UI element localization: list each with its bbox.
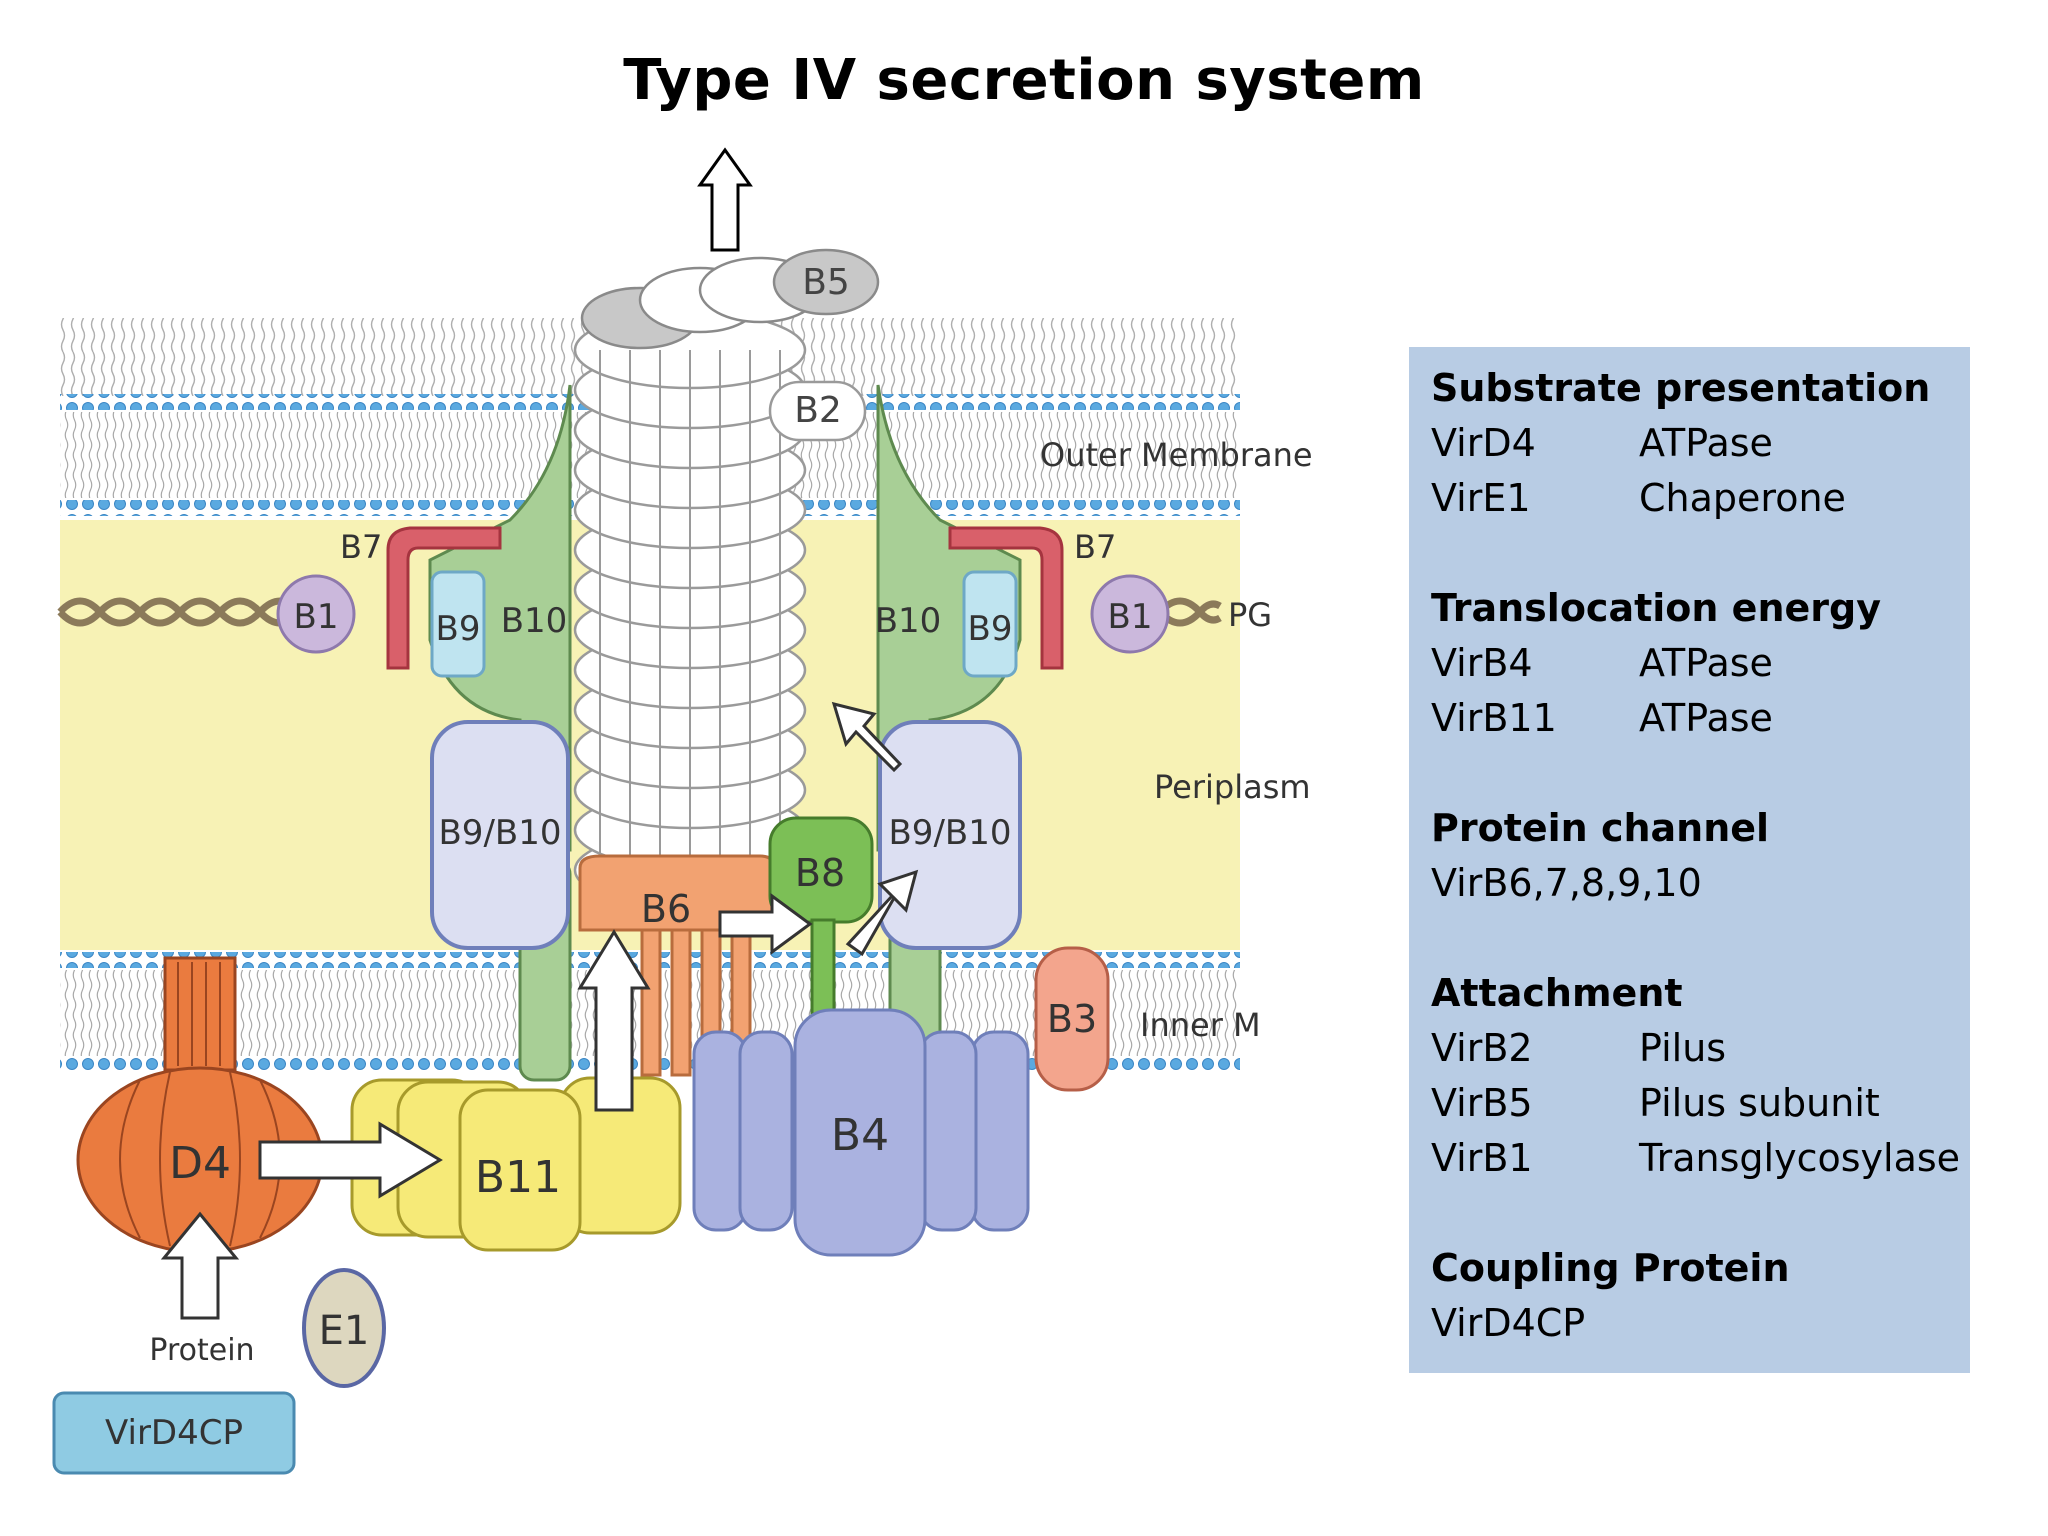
b9b10-left-label: B9/B10	[438, 813, 561, 853]
d4-label: D4	[169, 1138, 231, 1189]
legend-row: VirB5 Pilus subunit	[1431, 1076, 1970, 1131]
b11-label: B11	[475, 1152, 561, 1203]
b6-to-b8-arrow	[718, 893, 813, 955]
b6-label: B6	[641, 887, 691, 931]
legend-heading: Coupling Protein	[1431, 1246, 1790, 1290]
b9b10-right-label: B9/B10	[888, 813, 1011, 853]
legend-role: Chaperone	[1639, 476, 1846, 520]
periplasm-label: Periplasm	[1154, 768, 1311, 806]
legend-name: VirB4	[1431, 641, 1533, 685]
b9-left-slot	[430, 570, 486, 678]
legend-name: VirD4CP	[1431, 1301, 1586, 1345]
b2-label: B2	[794, 390, 842, 431]
legend-row: VirB1 Transglycosylase	[1431, 1131, 1970, 1186]
legend-section: Protein channel VirB6,7,8,9,10	[1431, 801, 1970, 911]
legend-role: Pilus	[1639, 1026, 1727, 1070]
b7-left-hook	[386, 526, 502, 670]
legend-name: VirB1	[1431, 1136, 1533, 1180]
b3-label: B3	[1047, 997, 1097, 1041]
legend-name: VirB6,7,8,9,10	[1431, 861, 1702, 905]
page-title: Type IV secretion system	[623, 48, 1425, 113]
b1-left-circle	[276, 574, 356, 654]
legend-row: VirB11 ATPase	[1431, 691, 1970, 746]
b9-right-label: B9	[968, 609, 1013, 649]
b4-block	[692, 1008, 1030, 1257]
pg-label: PG	[1228, 596, 1272, 634]
b8-label: B8	[795, 851, 845, 895]
legend-row: VirE1 Chaperone	[1431, 471, 1970, 526]
legend-section: Coupling Protein VirD4CP	[1431, 1241, 1970, 1351]
b9-right-slot	[962, 570, 1018, 678]
legend-role: ATPase	[1639, 421, 1773, 465]
b1-right-label: B1	[1108, 597, 1153, 637]
protein-to-d4-arrow	[160, 1211, 240, 1320]
virD4cp-box	[52, 1391, 296, 1475]
legend-heading: Protein channel	[1431, 806, 1770, 850]
b7-right-hook	[948, 526, 1064, 670]
legend-role: Transglycosylase	[1639, 1136, 1961, 1180]
flow-arrows	[160, 701, 919, 1320]
pilus-scale-lines	[599, 350, 781, 870]
legend-row: VirD4CP	[1431, 1296, 1970, 1351]
legend-role: ATPase	[1639, 696, 1773, 740]
legend-section: Attachment VirB2 Pilus VirB5 Pilus subunit…	[1431, 966, 1970, 1186]
e1-block	[302, 1268, 386, 1388]
b3-block	[1034, 946, 1110, 1092]
virD4cp-box-label: VirD4CP	[105, 1413, 243, 1453]
legend-heading: Attachment	[1431, 971, 1683, 1015]
legend-name: VirE1	[1431, 476, 1531, 520]
b10-left-label: B10	[501, 601, 568, 641]
b1-left-label: B1	[294, 597, 339, 637]
b1-right-circle	[1090, 574, 1170, 654]
d4-block	[76, 956, 324, 1254]
b9b10-right-block	[878, 720, 1022, 950]
legend-role: ATPase	[1639, 641, 1773, 685]
legend-row: VirB4 ATPase	[1431, 636, 1970, 691]
legend-row: VirB2 Pilus	[1431, 1021, 1970, 1076]
legend-name: VirB2	[1431, 1026, 1533, 1070]
b9-left-label: B9	[436, 609, 481, 649]
b5-tip	[580, 248, 880, 350]
pilus-b2-stack	[573, 310, 807, 910]
legend-heading: Substrate presentation	[1431, 366, 1931, 410]
inner-membrane-label: Inner M	[1140, 1006, 1261, 1044]
b9b10-left-block	[430, 720, 570, 950]
b2-label-oval	[768, 380, 867, 442]
outer-membrane-label: Outer Membrane	[1040, 436, 1313, 474]
d4-to-b11-arrow	[258, 1121, 443, 1199]
e1-label: E1	[319, 1308, 370, 1354]
legend-row: VirD4 ATPase	[1431, 416, 1970, 471]
b10-right-label: B10	[875, 601, 942, 641]
b9b10-to-pilus-arrow	[831, 701, 903, 773]
b7-right-label: B7	[1074, 528, 1116, 566]
b11-to-b6-arrow	[577, 929, 651, 1112]
legend-name: VirB5	[1431, 1081, 1533, 1125]
legend-section: Substrate presentation VirD4 ATPase VirE1…	[1431, 361, 1970, 526]
legend-row: VirB6,7,8,9,10	[1431, 856, 1970, 911]
diagram-labels: B5 B2 Outer Membrane B7 B7 B1 B1 B9 B10 …	[105, 262, 1313, 1453]
protein-label: Protein	[149, 1333, 254, 1368]
export-arrow	[697, 147, 753, 252]
legend-name: VirB11	[1431, 696, 1557, 740]
legend-role: Pilus subunit	[1639, 1081, 1880, 1125]
b4-label: B4	[831, 1110, 889, 1161]
legend-name: VirD4	[1431, 421, 1536, 465]
b8-to-b9b10-arrow	[845, 869, 919, 957]
b5-label: B5	[802, 262, 850, 303]
b7-left-label: B7	[340, 528, 382, 566]
legend-heading: Translocation energy	[1431, 586, 1881, 630]
